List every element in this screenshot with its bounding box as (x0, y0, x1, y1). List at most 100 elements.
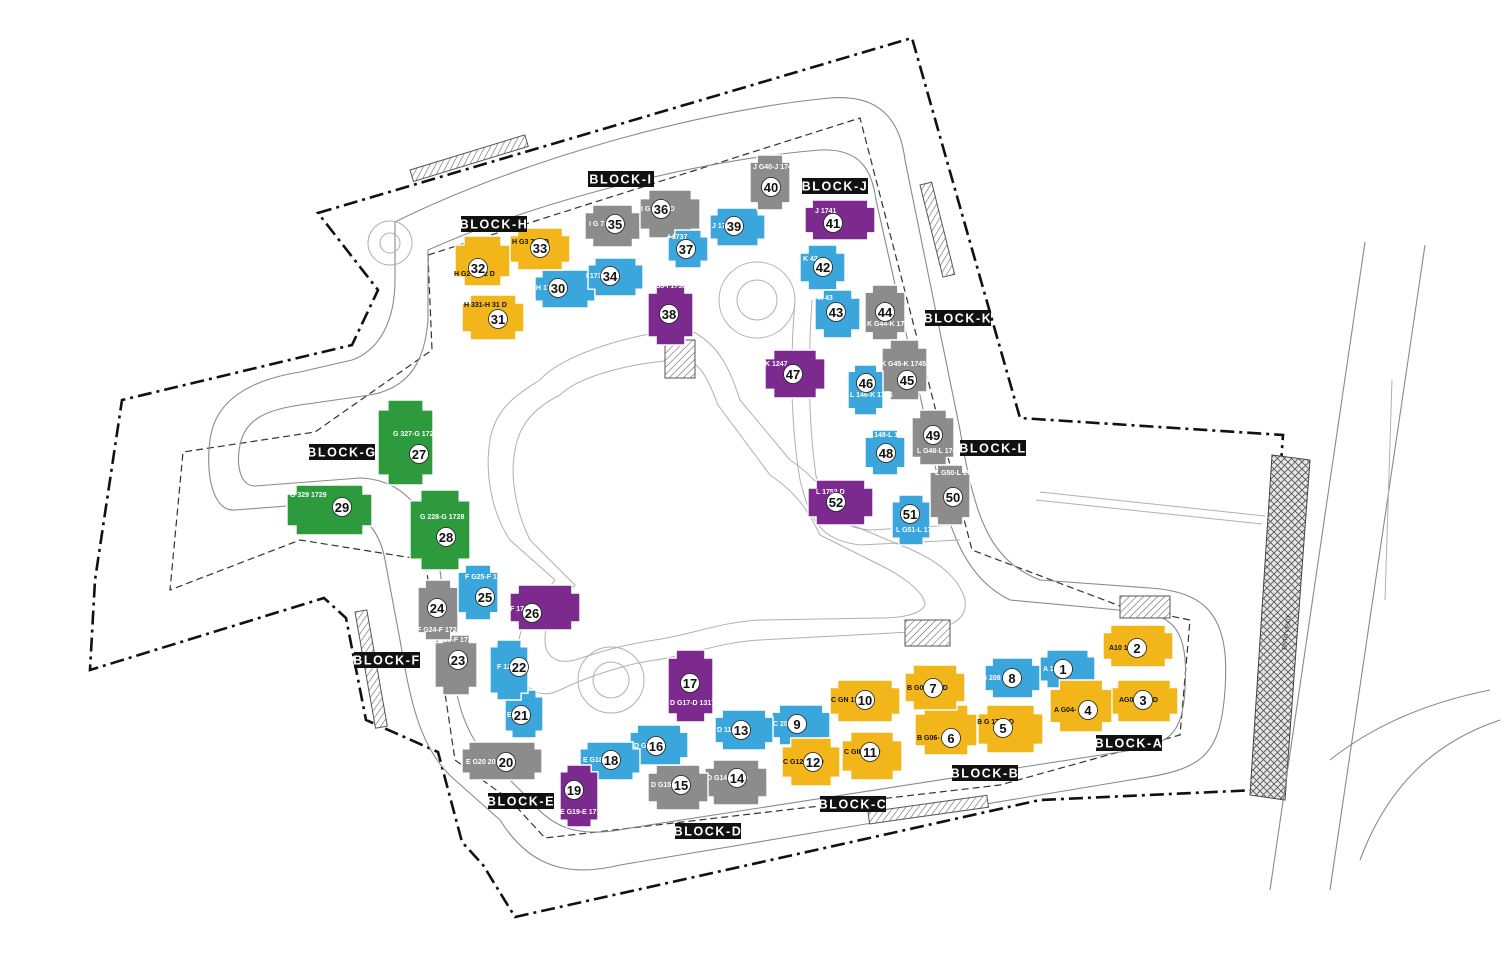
unit-number-badge (860, 742, 880, 762)
building-unit-3[interactable]: AG03 703 D3 (1109, 679, 1179, 723)
building-unit-8[interactable]: B 208 088 (982, 657, 1041, 699)
building-unit-35[interactable]: I G 735 D35 (584, 204, 641, 248)
entry-exit-note: ENTRY/EXIT (1282, 614, 1293, 650)
unit-number: 6 (947, 731, 954, 746)
block-label-text: BLOCK-J (802, 180, 869, 194)
unit-code-label: K 42 (803, 256, 818, 263)
unit-number: 10 (858, 693, 872, 708)
building-unit-36[interactable]: I G 1736 D36 (639, 189, 701, 239)
unit-code-label: E G19-E 1719 (560, 809, 604, 816)
building-unit-6[interactable]: B G06- 06 D6 (914, 704, 978, 756)
block-label-bg (675, 823, 741, 839)
unit-number: 51 (903, 507, 917, 522)
approach-road-edge-2 (1329, 244, 1426, 891)
perimeter-road-inner (237, 149, 1187, 833)
block-label-text: BLOCK-E (487, 795, 555, 809)
unit-number: 40 (764, 180, 778, 195)
unit-number: 21 (514, 708, 528, 723)
unit-code-label: G 228-G 1728 (420, 514, 464, 521)
unit-number-badge (600, 266, 620, 286)
unit-number-badge (783, 364, 803, 384)
unit-number: 4 (1084, 703, 1092, 718)
building-unit-7[interactable]: B G07 707 D7 (904, 664, 966, 711)
turning-circle-nw (367, 220, 413, 266)
unit-code-label: H 1730 (536, 285, 559, 292)
building-unit-50[interactable]: L G50-L 1750 D50 (929, 464, 985, 526)
building-footprint (377, 399, 434, 486)
block-label-text: BLOCK-F (353, 654, 420, 668)
unit-number: 29 (335, 500, 349, 515)
building-unit-14[interactable]: D G14 714 D14 (704, 759, 768, 806)
building-unit-2[interactable]: A10 1702 D2 (1102, 624, 1174, 668)
building-unit-23[interactable]: F G23-F 1723 D23 (432, 634, 483, 696)
building-unit-1[interactable]: A 17011 (1039, 649, 1096, 689)
building-unit-33[interactable]: H G3 733 D33 (509, 227, 571, 271)
block-label-bg (309, 444, 375, 460)
building-unit-26[interactable]: F 1726 D26 (509, 584, 581, 631)
unit-number-badge (1127, 638, 1147, 658)
turning-circle-nw-center (379, 232, 401, 254)
unit-number-badge (826, 302, 846, 322)
unit-number-badge (564, 780, 584, 800)
building-unit-11[interactable]: C GII 711 D11 (841, 731, 903, 781)
building-unit-10[interactable]: C GN 1710 D10 (829, 679, 901, 723)
unit-number-badge (923, 678, 943, 698)
unit-number-badge (530, 238, 550, 258)
unit-number: 41 (826, 216, 840, 231)
building-unit-44[interactable]: K G44-K 1744 D44 (864, 284, 919, 341)
building-unit-15[interactable]: D G15- 15 D15 (647, 764, 709, 811)
building-unit-16[interactable]: D G 171616 (629, 724, 689, 766)
building-unit-49[interactable]: L G48-L 1749 D49 (911, 409, 967, 466)
building-unit-9[interactable]: C 20 17099 (771, 704, 831, 746)
unit-number: 12 (806, 755, 820, 770)
junction-road-2 (1359, 719, 1500, 861)
unit-number-badge (727, 768, 747, 788)
unit-code-label: J 1741 (815, 208, 837, 215)
building-unit-12[interactable]: C G12 712 D12 (781, 737, 841, 787)
building-unit-45[interactable]: K G45-K 1745 D45 (881, 339, 933, 401)
unit-code-label: L 146-K 1746 (850, 392, 893, 399)
building-unit-32[interactable]: H G2 1732 D32 (454, 235, 511, 287)
building-unit-52[interactable]: L 1752 D52 (807, 479, 874, 526)
parking-strip-south (867, 794, 990, 825)
building-unit-4[interactable]: A G04- 04 D4 (1049, 679, 1113, 733)
building-unit-31[interactable]: H 331-H 31 D31 (461, 294, 525, 341)
entrance-paving (1249, 454, 1311, 801)
unit-number-badge (1133, 690, 1153, 710)
building-unit-21[interactable]: E 2121 (504, 689, 544, 739)
unit-number: 7 (929, 681, 936, 696)
building-unit-13[interactable]: D 113 71313 (714, 709, 774, 751)
block-label-i: BLOCK-I (588, 171, 654, 187)
unit-number: 32 (471, 261, 485, 276)
building-unit-38[interactable]: I G38-I 1738 D38 (647, 283, 694, 346)
building-unit-24[interactable]: F G24-F 1724 D24 (417, 579, 468, 641)
unit-number: 18 (604, 753, 618, 768)
unit-number-badge (496, 752, 516, 772)
building-unit-5[interactable]: B G 1705 D5 (977, 704, 1044, 754)
unit-number: 26 (525, 606, 539, 621)
unit-number: 43 (829, 305, 843, 320)
unit-number: 15 (674, 778, 688, 793)
